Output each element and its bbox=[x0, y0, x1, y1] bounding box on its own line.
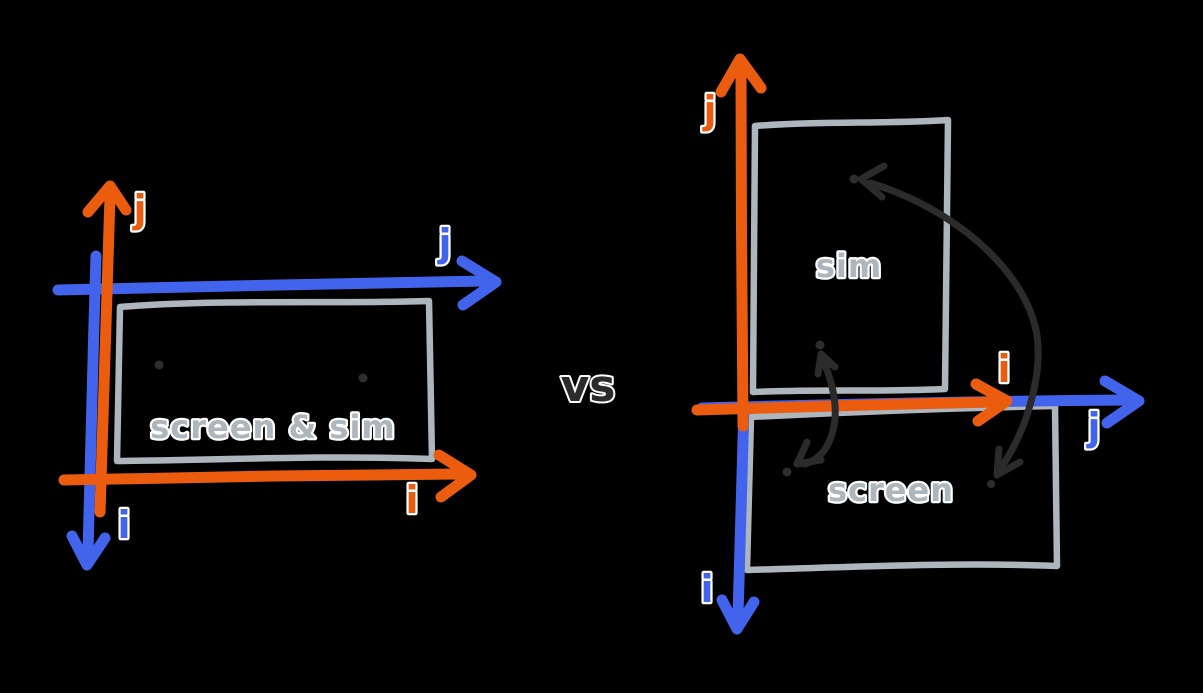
left-orange-i-axis-arrow bbox=[58, 449, 477, 503]
left-orange-j-label: j bbox=[131, 187, 146, 231]
combined-frame-label: screen & sim bbox=[150, 408, 396, 446]
left-orange-i-label: i bbox=[405, 478, 418, 522]
mapping-arrow-large bbox=[857, 162, 1042, 479]
right-orange-i-label: i bbox=[997, 347, 1010, 391]
left-orange-j-axis-arrow bbox=[82, 180, 132, 518]
left-blue-i-axis-arrow bbox=[66, 250, 111, 571]
combined-frame-diagram: j j i i screen & sim bbox=[52, 180, 502, 571]
separate-frames-diagram: j i j i sim screen bbox=[691, 53, 1145, 635]
left-blue-j-axis-arrow bbox=[52, 255, 502, 311]
sim-frame-rect bbox=[749, 116, 952, 396]
right-orange-j-axis-arrow bbox=[715, 53, 767, 432]
right-orange-j-label: j bbox=[701, 88, 716, 132]
right-blue-j-label: j bbox=[1085, 405, 1100, 449]
screen-frame-label: screen bbox=[828, 471, 954, 509]
combined-frame-dot-1 bbox=[154, 360, 164, 370]
right-orange-i-axis-arrow bbox=[691, 378, 1013, 427]
screen-frame-dot-1 bbox=[782, 467, 792, 477]
combined-frame-rect bbox=[113, 297, 436, 465]
left-blue-i-label: i bbox=[117, 503, 130, 547]
screen-frame-rect bbox=[743, 402, 1061, 574]
vs-label: vs bbox=[561, 361, 616, 412]
screen-frame-dot-2 bbox=[987, 480, 995, 488]
sim-frame-dot-1 bbox=[849, 174, 859, 184]
right-blue-i-label: i bbox=[700, 567, 713, 611]
left-blue-j-label: j bbox=[436, 221, 451, 265]
mapping-arrow-small bbox=[793, 350, 839, 468]
sim-frame-label: sim bbox=[816, 247, 882, 285]
combined-frame-dot-2 bbox=[358, 373, 368, 383]
sim-frame-dot-2 bbox=[815, 340, 825, 350]
